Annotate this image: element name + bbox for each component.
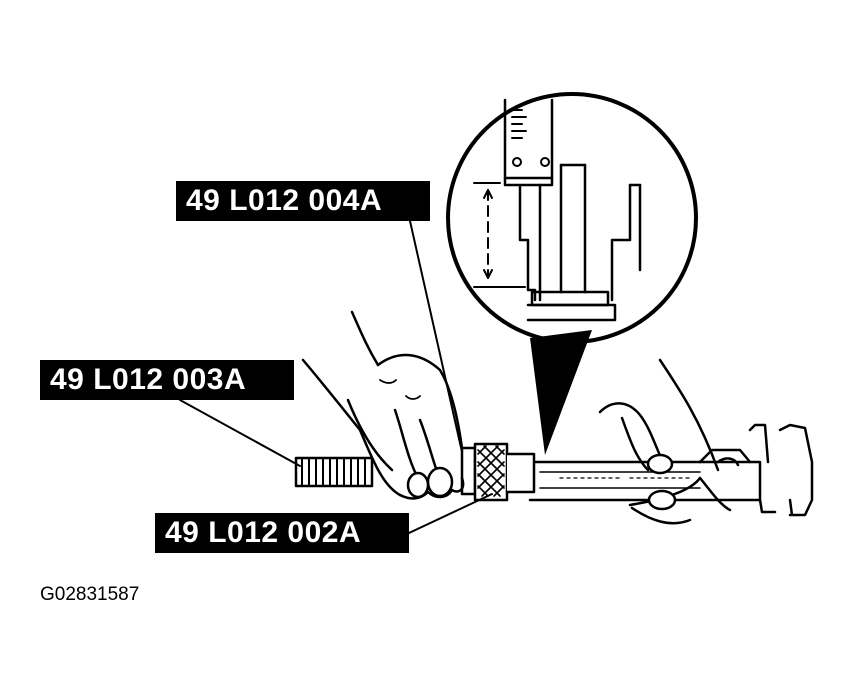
caliper-jaws	[748, 423, 814, 517]
right-hand	[598, 358, 740, 525]
threaded-rod	[294, 456, 374, 488]
left-hand	[301, 310, 465, 500]
leader-003	[179, 399, 301, 467]
magnifier-pointer	[530, 330, 592, 455]
knurled-collar	[460, 442, 536, 502]
tool-label-002a: 49 L012 002A	[155, 513, 409, 553]
figure-id: G02831587	[40, 584, 140, 605]
caliper	[528, 423, 814, 517]
tool-label-004a: 49 L012 004A	[176, 181, 430, 221]
scale-bar	[503, 98, 554, 180]
tool-label-003a: 49 L012 003A	[40, 360, 294, 400]
detail-magnifier	[446, 92, 698, 344]
leader-002	[408, 493, 493, 534]
leader-lines	[179, 220, 493, 534]
leader-004	[409, 220, 463, 453]
